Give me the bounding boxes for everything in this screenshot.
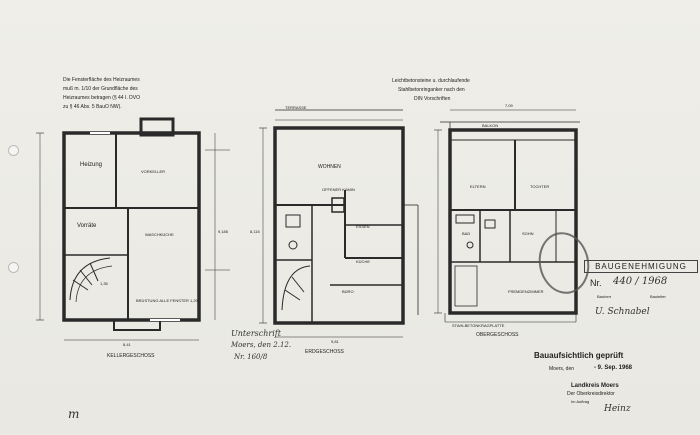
heating-note-line-2: muß m. 1/10 der Grundfläche des (63, 86, 138, 92)
ground-floor-plan (262, 109, 419, 338)
handwritten-note-line-1: Unterschrift (231, 329, 281, 338)
stamp-bauherr: Bauherr (597, 294, 612, 299)
basement-plan (39, 117, 230, 341)
stamp-bauleiter: Bauleiter (650, 294, 666, 299)
punch-hole-top (8, 145, 19, 156)
floor-label-ground: ERDGESCHOSS (305, 349, 344, 355)
approval-official: Der Oberkreisdirektor (567, 391, 615, 397)
stamp-number-label: Nr. (590, 278, 602, 288)
room-label-bad: BAD (462, 231, 471, 236)
room-label-vorkeller: VORKELLER (141, 169, 166, 174)
room-label-waschkuche: WASCHKÜCHE (145, 232, 174, 237)
approval-place: Moers, den (549, 366, 575, 372)
handwritten-note-line-3: Nr. 160/8 (234, 353, 268, 361)
approval-signature: Heinz (604, 404, 631, 414)
floor-label-basement: KELLERGESCHOSS (107, 353, 155, 359)
ground-dim-side: 8,115 (250, 229, 260, 234)
room-label-buro: BÜRO (342, 289, 354, 294)
basement-window-note: BRÜSTUNG ALLE FENSTER 1,20 (136, 298, 198, 303)
floor-label-upper: OBERGESCHOSS (476, 332, 519, 338)
ground-dim-total: 9,81 (331, 339, 339, 344)
stamp-signature: U. Schnabel (595, 307, 650, 317)
approval-on-behalf: Im Auftrag (571, 399, 590, 404)
upper-floor-plan (437, 109, 580, 323)
upper-dim-total: 7,09 (505, 103, 513, 108)
room-label-balkon: BALKON (482, 123, 499, 128)
punch-hole-bottom (8, 262, 19, 273)
heating-note-line-4: zu § 46 Abs. 5 BauO NW). (63, 104, 122, 110)
room-label-kuche: KÜCHE (356, 259, 371, 264)
room-label-eltern: ELTERN (470, 184, 486, 189)
stamp-title: BAUGENEHMIGUNG (584, 260, 698, 273)
approval-date: - 9. Sep. 1968 (594, 365, 633, 371)
approval-authority: Landkreis Moers (571, 383, 619, 389)
room-label-kragplatte: STAHLBETONKRAGPLATTE (452, 323, 505, 328)
heating-note-line-1: Die Fensterfläche des Heizraumes (63, 77, 140, 83)
concrete-note-line-1: Leichtbetonsteine u. durchlaufende (392, 78, 470, 84)
room-label-sohn: SOHN (522, 231, 534, 236)
room-label-heizung: Heizung (80, 162, 103, 168)
basement-dim-total: 8,41 (123, 342, 131, 347)
room-label-fremdenzimmer: FREMDENZIMMER (508, 289, 544, 294)
room-label-tochter: TOCHTER (530, 184, 550, 189)
room-label-terrasse: TERRASSE (285, 105, 307, 110)
room-label-offener-kamin: OFFENER KAMIN (322, 187, 355, 192)
concrete-note-line-3: DIN Vorschriften (414, 96, 451, 102)
room-label-wohnen: WOHNEN (318, 164, 341, 170)
room-label-vorrate: Vorräte (77, 223, 97, 229)
basement-stair-width: 1,35 (100, 281, 108, 286)
margin-mark: m (68, 407, 80, 421)
room-label-essen: ESSEN (356, 224, 370, 229)
stamp-number-value: 440 / 1968 (613, 276, 668, 287)
heating-note-line-3: Heizraumes betragen (§ 44 I. DVO (63, 95, 140, 101)
handwritten-note-line-2: Moers, den 2.12. (231, 341, 292, 349)
basement-dim-side: 9,185 (218, 229, 229, 234)
approval-heading: Bauaufsichtlich geprüft (534, 351, 624, 360)
concrete-note-line-2: Stahlbetonringanker nach den (398, 87, 465, 93)
